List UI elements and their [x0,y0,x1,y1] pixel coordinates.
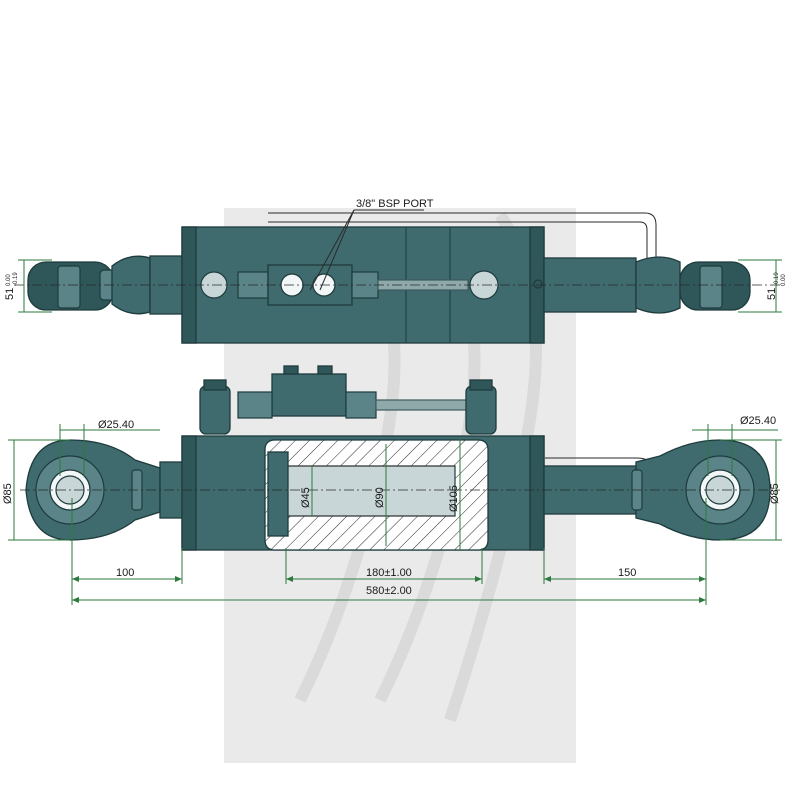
eye-right-label: Ø85 [769,483,781,504]
port-label: 3/8" BSP PORT [356,198,434,210]
width-left-label: 51 [4,288,16,300]
pin-left-label: Ø25.40 [98,419,134,431]
external-pipe-inner [268,221,648,268]
top-view: 3/8" BSP PORT 51 0.00 -0.19 51 -0.19 0.0… [4,198,787,344]
width-right-tol-top: -0.19 [774,272,780,286]
width-right-label: 51 [766,288,778,300]
right-clevis-top [533,256,751,314]
outer-dia-label: Ø105 [448,485,460,512]
dim-left-label: 100 [116,567,134,579]
width-left-tol-top: 0.00 [6,274,12,286]
section-view: Ø45 Ø90 Ø105 Ø25.40 Ø25.40 Ø85 Ø85 [2,365,782,551]
dim-stroke-label: 180±1.00 [366,567,412,579]
dim-right-label: 150 [618,567,636,579]
dim-total-label: 580±2.00 [366,585,412,597]
external-pipe [268,212,657,268]
cutaway-section [264,439,489,551]
eye-left-label: Ø85 [2,483,14,504]
pin-right-label: Ø25.40 [740,415,776,427]
bore-dia-label: Ø90 [374,487,386,508]
width-left-tol-bottom: -0.19 [13,272,19,286]
width-right-tol-bottom: 0.00 [781,274,787,286]
rod-dia-label: Ø45 [300,487,312,508]
length-dimensions: 100 180±1.00 150 580±2.00 [71,498,707,605]
